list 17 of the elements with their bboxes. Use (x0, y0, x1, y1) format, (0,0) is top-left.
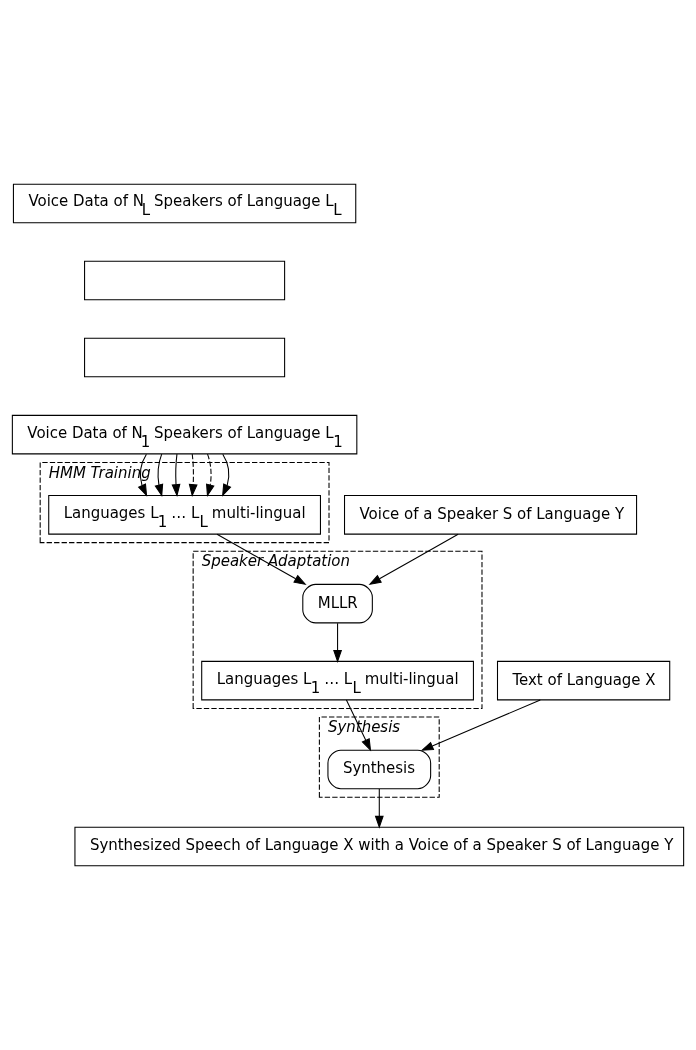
node-box: MLLR (302, 583, 373, 624)
arrow (154, 453, 164, 497)
arrow (368, 533, 459, 585)
node-box (84, 260, 286, 301)
node-box: Synthesized Speech of Language X with a Voice of a Speaker S of Language Y (74, 826, 685, 867)
node-box: Synthesis (327, 749, 432, 790)
arrow (188, 453, 198, 497)
arrow (374, 788, 384, 829)
arrow (333, 622, 343, 663)
node-box (84, 337, 286, 378)
arrow (222, 453, 232, 497)
node-box: Voice of a Speaker S of Language Y (344, 495, 638, 535)
arrow (420, 699, 541, 751)
node-box: Text of Language X (496, 660, 671, 701)
arrow (206, 453, 215, 497)
arrow (216, 533, 307, 585)
arrow (171, 453, 181, 497)
